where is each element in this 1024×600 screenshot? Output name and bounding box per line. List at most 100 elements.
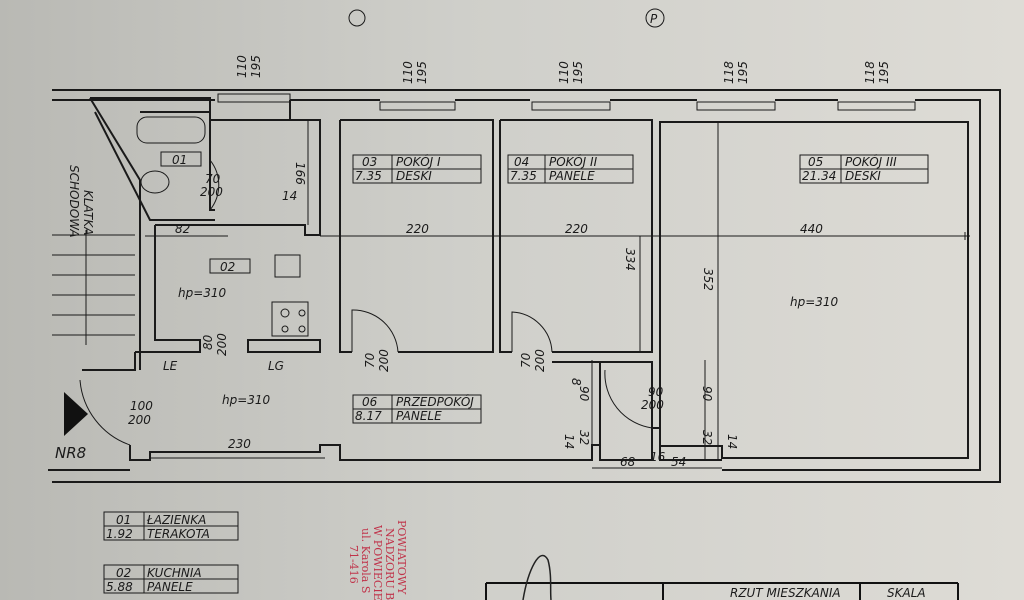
door-room3-height: 200 bbox=[377, 349, 391, 372]
svg-text:POKÓJ III: POKÓJ III bbox=[845, 154, 897, 169]
svg-text:16: 16 bbox=[650, 450, 666, 464]
svg-text:352: 352 bbox=[701, 268, 715, 291]
official-stamp: POWIATOWY NADZORU B W POWIECIE G ul. Kar… bbox=[347, 520, 408, 600]
room-03-label: 03 POKÓJ I 7.35 DESKI bbox=[352, 154, 482, 184]
doors: 70 200 80 200 100 200 70 200 70 200 90 2… bbox=[79, 159, 664, 446]
kitchen-height: hp=310 bbox=[178, 286, 227, 300]
svg-text:04: 04 bbox=[514, 155, 529, 169]
svg-text:334: 334 bbox=[623, 248, 637, 271]
windows: 110 195 110 195 110 195 118 195 118 195 bbox=[217, 55, 916, 111]
room-06-label: 06 PRZEDPOKÓJ 8.17 PANELE bbox=[352, 394, 482, 424]
svg-text:82: 82 bbox=[175, 222, 190, 236]
window-4-top: 118 bbox=[722, 61, 736, 84]
svg-text:32: 32 bbox=[700, 430, 714, 445]
svg-text:7.35: 7.35 bbox=[510, 169, 537, 183]
signature bbox=[522, 554, 552, 600]
window-4-bottom: 195 bbox=[736, 61, 750, 84]
svg-text:54: 54 bbox=[671, 455, 686, 469]
window-3-top: 110 bbox=[557, 61, 571, 84]
stairs-label-1: KLATKA bbox=[81, 190, 95, 235]
entrance-arrow-icon bbox=[64, 392, 88, 436]
door-room5-height: 200 bbox=[641, 398, 664, 412]
fixtures bbox=[52, 116, 309, 436]
svg-text:32: 32 bbox=[577, 430, 591, 445]
door-bath-width: 70 bbox=[205, 172, 221, 186]
room-05-label: 05 POKÓJ III 21.34 DESKI bbox=[799, 154, 929, 184]
door-entry-height: 200 bbox=[128, 413, 151, 427]
room-04-label: 04 POKÓJ II 7.35 PANELE bbox=[507, 154, 634, 184]
svg-text:POKÓJ II: POKÓJ II bbox=[549, 154, 598, 169]
svg-text:ul. Karola S: ul. Karola S bbox=[359, 528, 372, 593]
door-entry-width: 100 bbox=[130, 399, 153, 413]
title: RZUT MIESZKANIA bbox=[730, 586, 841, 600]
svg-text:POKÓJ I: POKÓJ I bbox=[396, 154, 441, 169]
svg-text:PANELE: PANELE bbox=[147, 580, 193, 594]
window-5-top: 118 bbox=[863, 61, 877, 84]
window-2-top: 110 bbox=[401, 61, 415, 84]
page-mark: P bbox=[650, 12, 658, 26]
meter-le: LE bbox=[163, 359, 178, 373]
svg-text:DESKI: DESKI bbox=[396, 169, 432, 183]
svg-text:14: 14 bbox=[562, 434, 576, 449]
svg-text:PRZEDPOKÓJ: PRZEDPOKÓJ bbox=[396, 394, 474, 409]
svg-text:ŁAZIENKA: ŁAZIENKA bbox=[146, 513, 206, 527]
legend-bathroom: 01 ŁAZIENKA 1.92 TERAKOTA bbox=[103, 511, 239, 541]
svg-text:06: 06 bbox=[362, 395, 378, 409]
svg-text:03: 03 bbox=[362, 155, 377, 169]
svg-text:02: 02 bbox=[116, 566, 131, 580]
svg-text:NADZORU B: NADZORU B bbox=[383, 528, 396, 600]
svg-text:230: 230 bbox=[228, 437, 251, 451]
svg-text:PANELE: PANELE bbox=[396, 409, 442, 423]
window-5-bottom: 195 bbox=[877, 61, 891, 84]
svg-text:90: 90 bbox=[577, 386, 591, 402]
stairs-label-2: SCHODOWA bbox=[67, 165, 81, 238]
svg-text:166: 166 bbox=[293, 162, 307, 185]
hall-height: hp=310 bbox=[222, 393, 271, 407]
svg-text:14: 14 bbox=[725, 434, 739, 449]
svg-text:90: 90 bbox=[700, 386, 714, 402]
svg-text:01: 01 bbox=[116, 513, 131, 527]
bathtub-icon bbox=[136, 116, 206, 144]
scale-label: SKALA bbox=[887, 586, 926, 600]
window-3-bottom: 195 bbox=[571, 61, 585, 84]
stairs-icon bbox=[52, 230, 135, 345]
svg-text:7.35: 7.35 bbox=[355, 169, 382, 183]
room5-height: hp=310 bbox=[790, 295, 839, 309]
room-labels: 01 02 03 POKÓJ I 7.35 DESKI 04 POKÓJ II 7.3… bbox=[55, 151, 929, 462]
svg-text:5.88: 5.88 bbox=[106, 580, 133, 594]
svg-text:71-416: 71-416 bbox=[347, 545, 360, 584]
flat-number: NR8 bbox=[55, 444, 86, 462]
room-02-number: 02 bbox=[220, 260, 235, 274]
page-mark-icon bbox=[645, 8, 665, 28]
svg-text:220: 220 bbox=[565, 222, 588, 236]
svg-text:KUCHNIA: KUCHNIA bbox=[147, 566, 202, 580]
stove-icon bbox=[271, 301, 309, 337]
toilet-icon bbox=[140, 170, 170, 194]
svg-text:POWIATOWY: POWIATOWY bbox=[395, 520, 408, 595]
svg-text:TERAKOTA: TERAKOTA bbox=[147, 527, 210, 541]
svg-text:68: 68 bbox=[620, 455, 636, 469]
svg-text:1.92: 1.92 bbox=[106, 527, 133, 541]
window-1-top: 110 bbox=[235, 55, 249, 78]
svg-text:W POWIECIE G: W POWIECIE G bbox=[371, 525, 384, 600]
svg-text:8.17: 8.17 bbox=[355, 409, 382, 423]
sink-icon bbox=[274, 254, 301, 278]
room-01-number: 01 bbox=[172, 153, 187, 167]
door-room3-width: 70 bbox=[363, 352, 377, 368]
svg-text:05: 05 bbox=[808, 155, 823, 169]
legend-kitchen: 02 KUCHNIA 5.88 PANELE bbox=[103, 564, 239, 594]
svg-text:DESKI: DESKI bbox=[845, 169, 881, 183]
svg-text:21.34: 21.34 bbox=[802, 169, 836, 183]
svg-text:14: 14 bbox=[282, 189, 297, 203]
svg-text:8: 8 bbox=[569, 378, 583, 386]
window-1-bottom: 195 bbox=[249, 55, 263, 78]
door-room5-width: 90 bbox=[648, 385, 664, 399]
dimensions: 82 220 220 440 166 14 334 352 230 8 90 9… bbox=[145, 120, 970, 469]
meter-lg: LG bbox=[268, 359, 284, 373]
svg-text:440: 440 bbox=[800, 222, 823, 236]
window-2-bottom: 195 bbox=[415, 61, 429, 84]
svg-text:PANELE: PANELE bbox=[549, 169, 595, 183]
title-block: RZUT MIESZKANIA SKALA bbox=[485, 554, 959, 600]
door-room4-height: 200 bbox=[533, 349, 547, 372]
